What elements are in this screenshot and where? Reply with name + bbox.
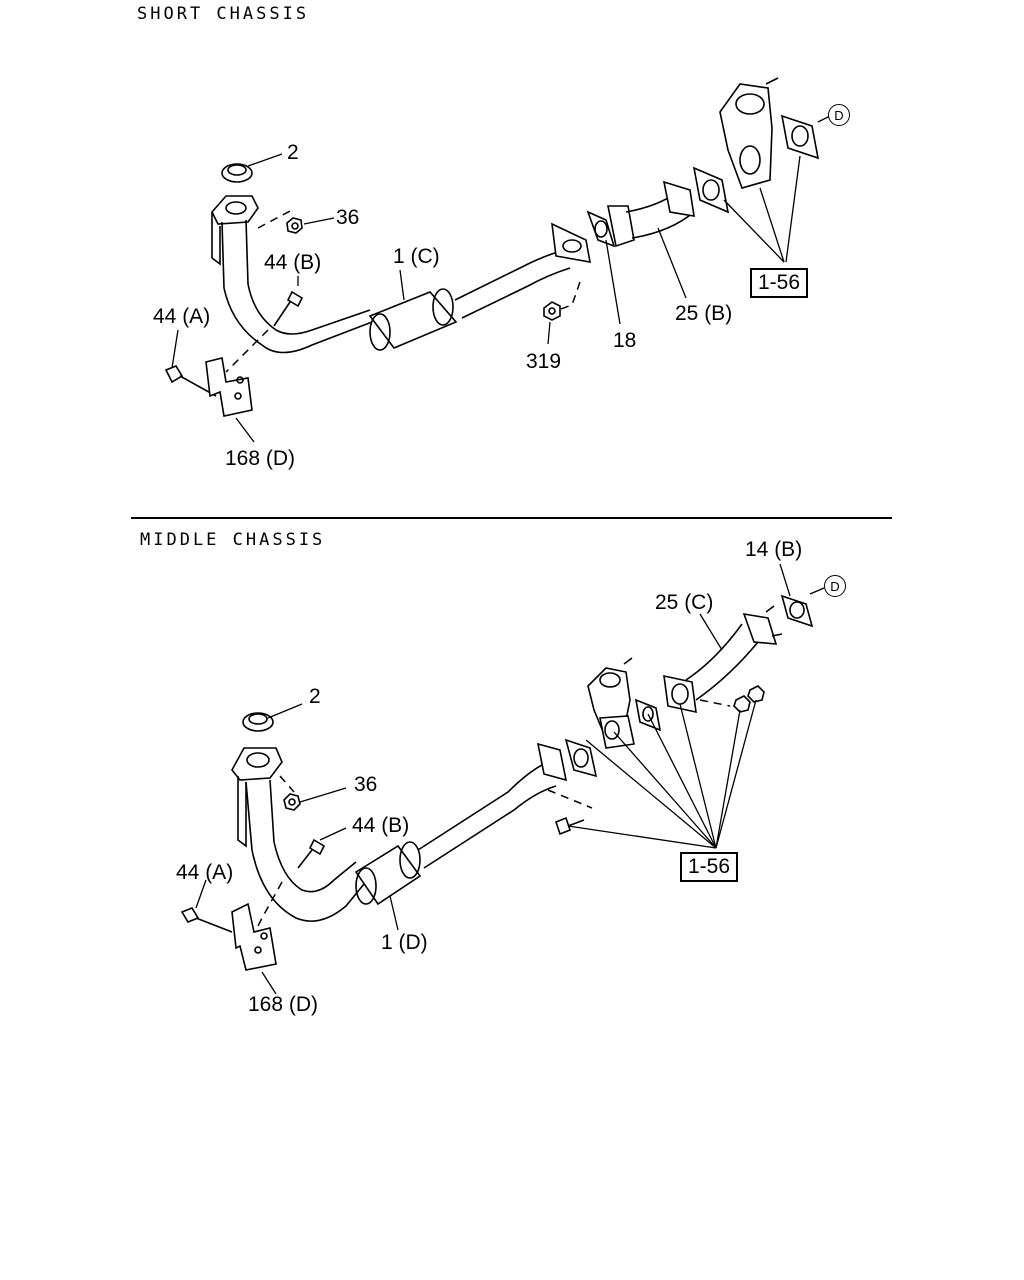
bolt-part [555, 816, 585, 836]
callout-part-2: 2 [309, 685, 321, 708]
nut-36-part [286, 217, 303, 234]
callout-part-1c: 1 (C) [393, 245, 440, 268]
callout-part-44b: 44 (B) [264, 251, 322, 274]
callout-part-36: 36 [354, 773, 378, 796]
bracket-168d-part [231, 902, 277, 971]
circle-reference-d: D [828, 104, 850, 126]
callout-part-319: 319 [526, 350, 562, 373]
downpipe-flange [231, 747, 283, 848]
downpipe-flange [211, 195, 259, 266]
callout-part-1d: 1 (D) [381, 931, 428, 954]
reference-box-1-56: 1-56 [680, 852, 739, 882]
front-pipe-part [245, 761, 557, 922]
middle-chassis-drawing [180, 563, 825, 995]
outlet-flange [536, 738, 598, 782]
callout-part-36: 36 [336, 206, 360, 229]
valve-assembly-part [587, 657, 662, 749]
callout-part-14b: 14 (B) [745, 538, 803, 561]
reference-box-1-56: 1-56 [750, 268, 809, 298]
callout-part-2: 2 [287, 141, 299, 164]
valve-assembly-part [692, 77, 820, 214]
callout-part-44a: 44 (A) [153, 305, 211, 328]
grommet-part [242, 712, 274, 732]
section-title-middle-chassis: MIDDLE CHASSIS [140, 530, 326, 550]
callout-part-168d: 168 (D) [248, 993, 319, 1016]
grommet-part [221, 163, 253, 183]
nuts-part [733, 685, 765, 713]
outlet-flange [551, 222, 591, 263]
bracket-168d-part [205, 357, 253, 417]
pipe-25b-part [607, 180, 695, 248]
gasket-18-part [586, 210, 616, 248]
nut-36-part [283, 793, 301, 811]
bolt-44a-part [180, 907, 233, 933]
circle-reference-d: D [824, 575, 846, 597]
callout-part-44a: 44 (A) [176, 861, 234, 884]
nut-319-part [543, 301, 561, 321]
callout-part-18: 18 [613, 329, 637, 352]
bolt-44b-part [297, 838, 326, 869]
callout-part-168d: 168 (D) [225, 447, 296, 470]
callout-part-44b: 44 (B) [352, 814, 410, 837]
pipe-25c-part [663, 605, 783, 714]
short-chassis-drawing [164, 77, 831, 443]
front-pipe-part [221, 219, 571, 354]
callout-part-25b: 25 (B) [675, 302, 733, 325]
callout-part-25c: 25 (C) [655, 591, 714, 614]
gasket-14b-part [780, 594, 814, 628]
bolt-44b-part [273, 290, 304, 327]
section-divider [131, 517, 892, 519]
section-title-short-chassis: SHORT CHASSIS [137, 4, 310, 24]
